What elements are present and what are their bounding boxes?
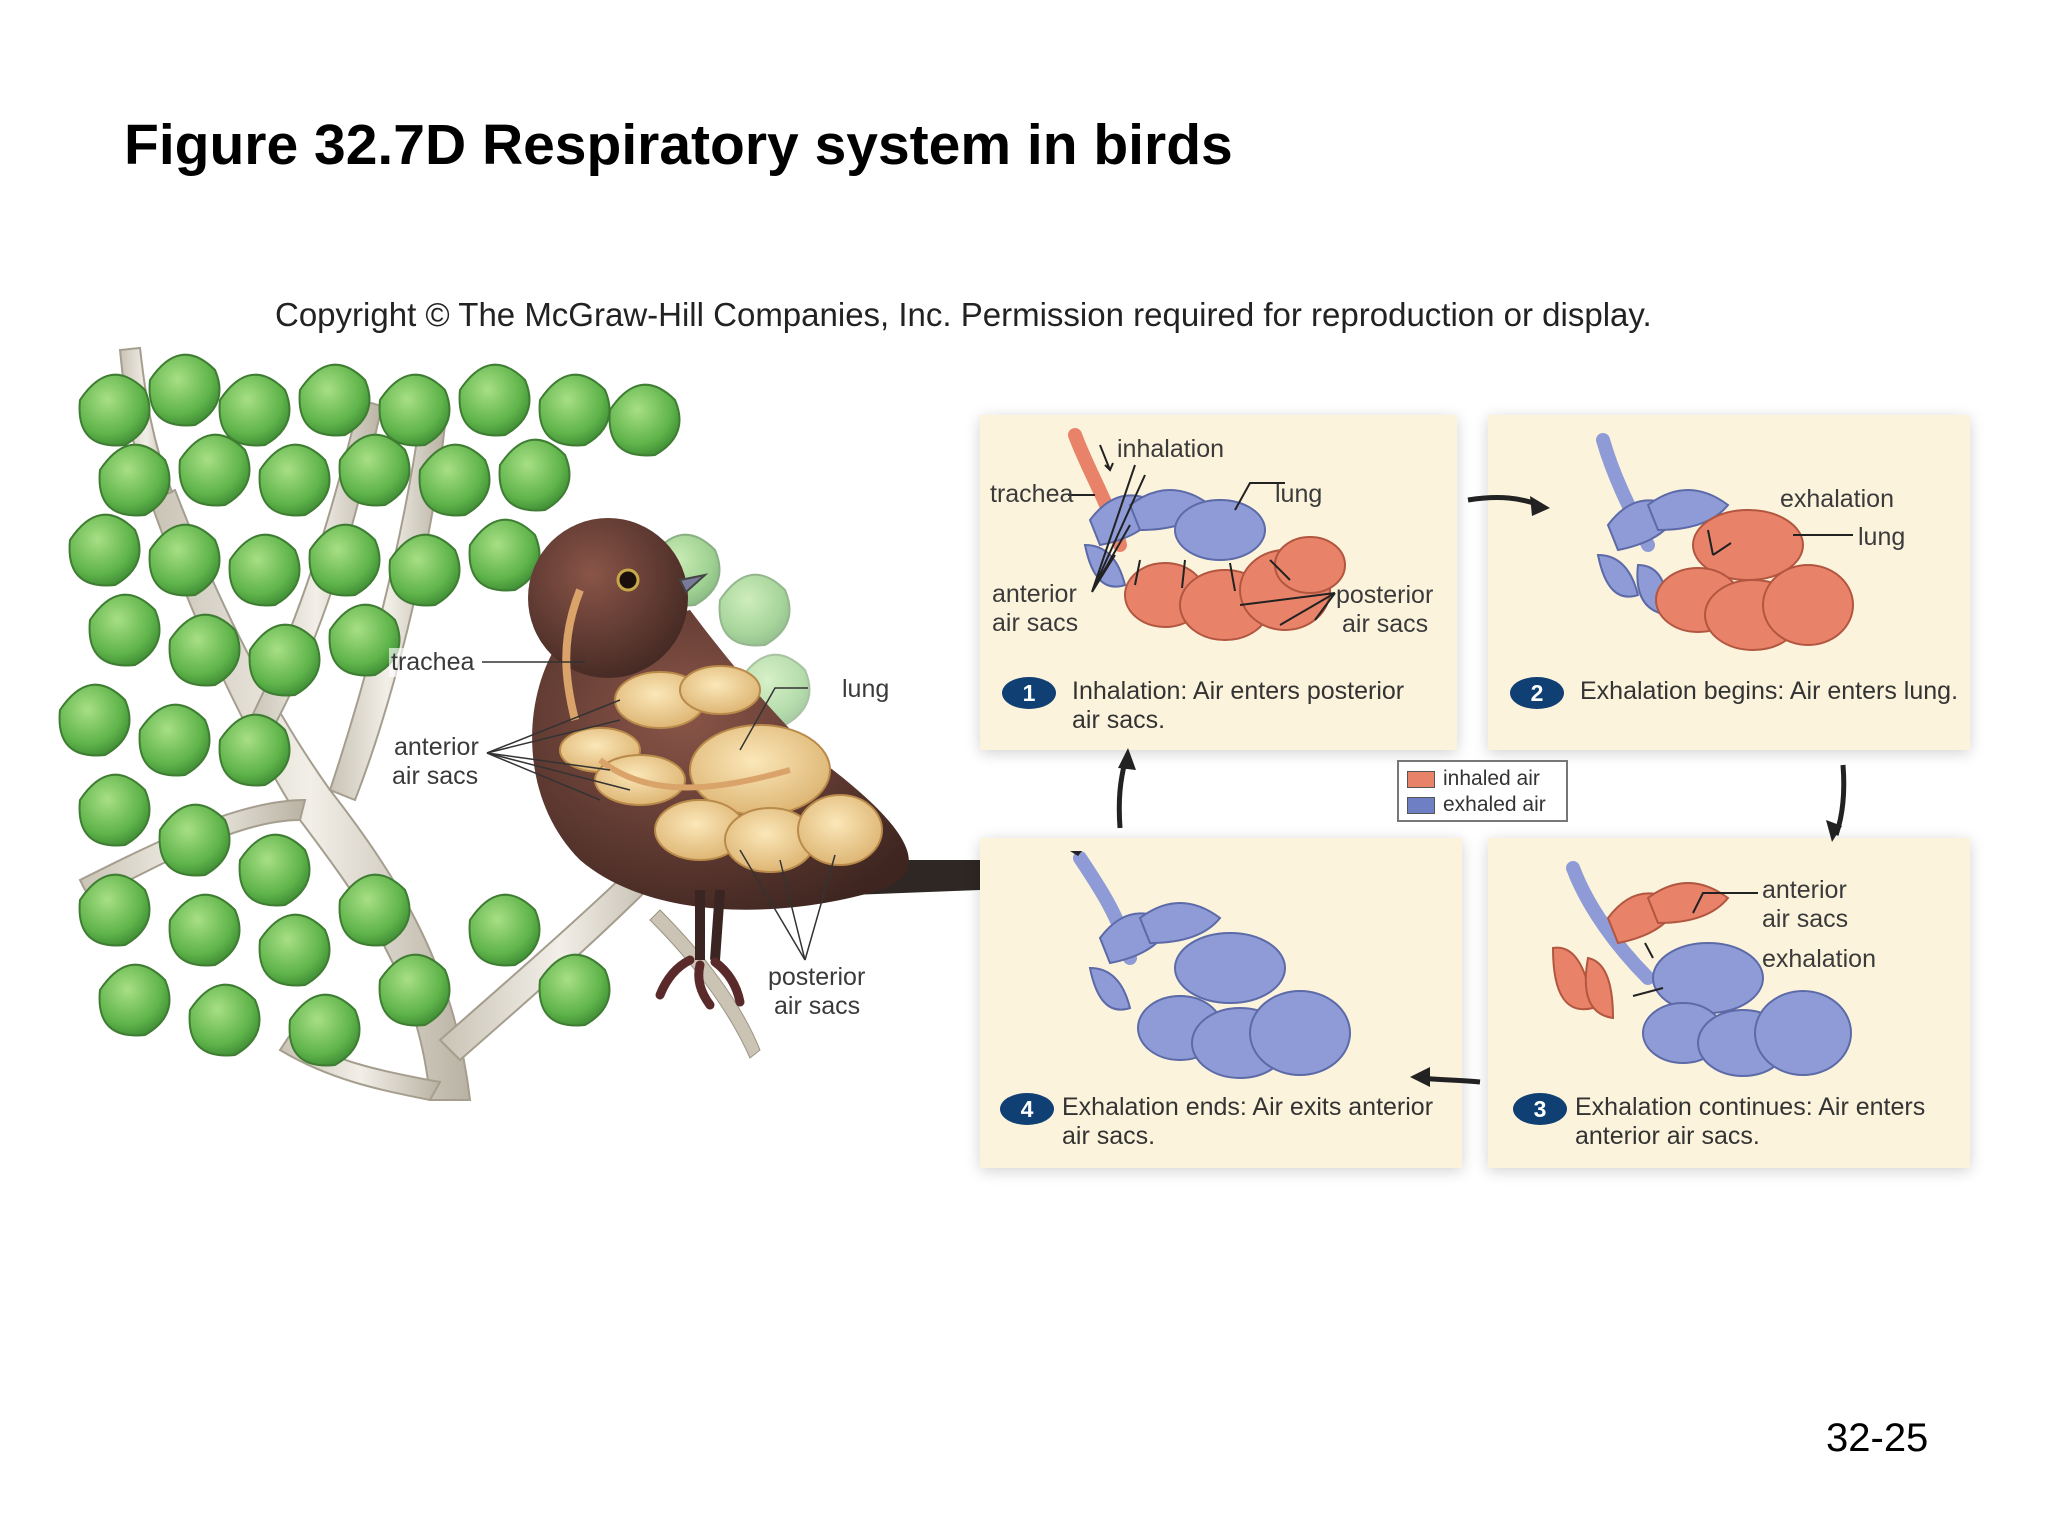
- step-badge-3: 3: [1513, 1093, 1567, 1125]
- panel-2-label-exhalation: exhalation: [1780, 485, 1894, 513]
- panel-step-4: 4 Exhalation ends: Air exits anterior ai…: [980, 838, 1462, 1168]
- panel-1-label-posterior-air-sacs-line1: posterior: [1336, 581, 1434, 609]
- panel-3-label-anterior-air-sacs-line1: anterior: [1762, 876, 1847, 904]
- step-badge-2: 2: [1510, 677, 1564, 709]
- panel-1-caption-line1: Inhalation: Air enters posterior: [1072, 677, 1405, 705]
- panel-3-label-anterior-air-sacs-line2: air sacs: [1762, 905, 1849, 933]
- copyright-notice: Copyright © The McGraw-Hill Companies, I…: [275, 296, 1652, 333]
- bird-label-lung: lung: [842, 675, 890, 703]
- panel-2-lung-diagram: [1596, 433, 1854, 651]
- panel-3-lung-diagram: [1551, 861, 1852, 1077]
- legend-item-inhaled: inhaled air: [1407, 767, 1540, 791]
- page-number: 32-25: [1826, 1416, 1929, 1460]
- panel-1-label-inhalation: inhalation: [1117, 435, 1225, 463]
- bird-label-posterior-air-sacs-line2: air sacs: [774, 992, 861, 1020]
- panel-1-label-posterior-air-sacs-line2: air sacs: [1342, 610, 1429, 638]
- panel-2-caption-line1: Exhalation begins: Air enters lung.: [1580, 677, 1959, 705]
- air-legend: inhaled air exhaled air: [1397, 760, 1568, 822]
- panel-step-1: inhalation trachea lung anterior air sac…: [980, 415, 1457, 750]
- legend-label-inhaled: inhaled air: [1443, 767, 1540, 790]
- legend-label-exhaled: exhaled air: [1443, 793, 1546, 816]
- panel-1-caption: 1 Inhalation: Air enters posterior air s…: [1002, 677, 1452, 741]
- panel-3-label-exhalation: exhalation: [1762, 945, 1876, 973]
- legend-swatch-exhaled: [1407, 796, 1435, 814]
- step-badge-1: 1: [1002, 677, 1056, 709]
- step-badge-4: 4: [1000, 1093, 1054, 1125]
- bird-leader-lines: [482, 661, 836, 961]
- slide-title: Figure 32.7D Respiratory system in birds: [124, 113, 1233, 177]
- panel-1-label-anterior-air-sacs-line1: anterior: [992, 580, 1077, 608]
- panel-1-lung-diagram: [1068, 428, 1346, 641]
- panel-3-caption: 3 Exhalation continues: Air enters anter…: [1513, 1093, 1968, 1157]
- panel-4-caption-line2: air sacs.: [1062, 1122, 1156, 1150]
- panel-3-caption-line2: anterior air sacs.: [1575, 1122, 1760, 1150]
- panel-2-label-lung: lung: [1858, 523, 1906, 551]
- panel-4-caption-line1: Exhalation ends: Air exits anterior: [1062, 1093, 1434, 1121]
- panel-4-caption: 4 Exhalation ends: Air exits anterior ai…: [1000, 1093, 1460, 1157]
- legend-swatch-inhaled: [1407, 770, 1435, 788]
- panel-3-caption-line1: Exhalation continues: Air enters: [1575, 1093, 1926, 1121]
- panel-1-label-trachea: trachea: [990, 480, 1074, 508]
- panel-1-caption-line2: air sacs.: [1072, 706, 1166, 734]
- panel-2-caption: 2 Exhalation begins: Air enters lung.: [1510, 677, 1965, 717]
- bird-label-posterior-air-sacs-line1: posterior: [768, 963, 866, 991]
- panel-4-lung-diagram: [1070, 851, 1351, 1079]
- bird-label-trachea: trachea: [389, 648, 477, 677]
- bird-label-anterior-air-sacs-line2: air sacs: [390, 762, 481, 791]
- panel-1-label-lung: lung: [1275, 480, 1323, 508]
- panel-step-3: anterior air sacs exhalation 3 Exhalatio…: [1488, 838, 1970, 1168]
- bird-label-anterior-air-sacs-line1: anterior: [392, 733, 481, 762]
- panel-step-2: exhalation lung 2 Exhalation begins: Air…: [1488, 415, 1970, 750]
- tree-leaves: [58, 353, 811, 1067]
- bird-internal-air-sacs: [559, 588, 883, 873]
- panel-1-label-anterior-air-sacs-line2: air sacs: [992, 609, 1079, 637]
- legend-item-exhaled: exhaled air: [1407, 793, 1546, 817]
